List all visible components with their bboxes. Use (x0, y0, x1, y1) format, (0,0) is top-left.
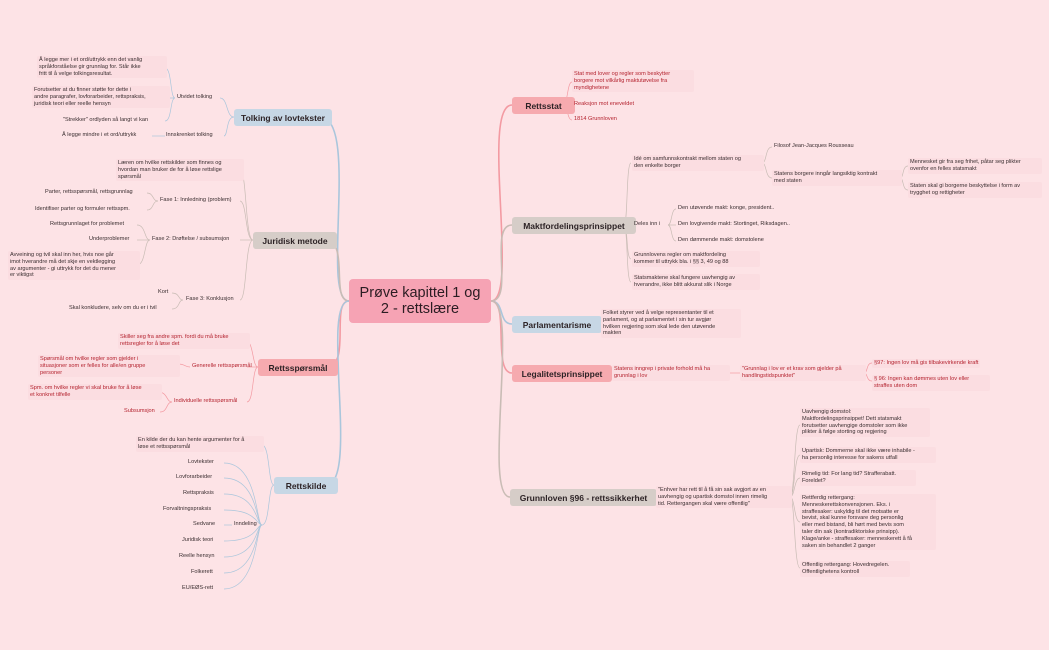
legalitet-text-2[interactable]: "Grunnlag i lov er et krav som gjelder p… (740, 365, 866, 381)
metode-fase1-b: Identifiser parter og formuler rettsspm. (35, 206, 130, 212)
makt-statsmaktene: Statsmaktene skal fungere uavhengig av h… (632, 274, 760, 290)
rettskilde-item: EU/EØS-rett (182, 585, 214, 591)
link-grunnloven (490, 300, 511, 498)
rettssporsmal-intro: Skiller seg fra andre spm. fordi du må b… (118, 333, 250, 349)
tolking-utvidet[interactable]: Utvidet tolking (177, 94, 213, 100)
branch-juridisk-metode[interactable]: Juridisk metode (253, 232, 337, 249)
grunnloven-rettferdig: Rettferdig rettergang: Menneskerettskonv… (800, 494, 936, 551)
branch-rettskilde[interactable]: Rettskilde (274, 477, 338, 494)
legalitet-text-1[interactable]: Statens inngrep i private forhold må ha … (612, 365, 730, 381)
makt-statens-2: Staten skal gi borgerne beskyttelse i fo… (908, 182, 1042, 198)
branch-rettssporsmal[interactable]: Rettsspørsmål (258, 359, 338, 376)
branch-maktfordeling[interactable]: Maktfordelingsprinsippet (512, 217, 636, 234)
rettskilde-item: Reelle hensyn (179, 553, 215, 559)
rettssporsmal-generelle-text: Spørsmål om hvilke regler som gjelder i … (38, 355, 180, 378)
branch-tolking[interactable]: Tolking av lovtekster (234, 109, 332, 126)
makt-deles-1: Den utøvende makt: konge, president.. (678, 205, 775, 211)
metode-fase2-c: Avveining og tvil skal inn her, hvis noe… (8, 251, 140, 281)
makt-deles-3: Den dømmende makt: domstolene (678, 237, 764, 243)
link-makt (490, 224, 513, 302)
rettskilde-item: Folkerett (191, 569, 213, 575)
metode-intro: Læren om hvilke rettskilder som finnes o… (116, 159, 244, 182)
grunnloven-rimelig-tid: Rimelig tid: For lang tid? Strafferabatt… (800, 470, 916, 486)
rettsstat-text-1: Stat med lover og regler som beskytter b… (572, 70, 694, 93)
tolking-innskrenket[interactable]: Innskrenket tolking (166, 132, 213, 138)
branch-legalitet[interactable]: Legalitetsprinsippet (512, 365, 612, 382)
rettskilde-item: Sedvane (193, 521, 216, 527)
link-metode (324, 239, 350, 302)
grunnloven-uavhengig: Uavhengig domstol: Maktfordelingsprinsip… (800, 408, 930, 438)
rettsstat-text-3: 1814 Grunnloven (574, 116, 617, 122)
metode-fase1-a: Parter, rettsspørsmål, rettsgrunnlag (45, 189, 133, 195)
metode-fase3[interactable]: Fase 3: Konklusjon (186, 296, 234, 302)
metode-fase2-b: Underproblemer (89, 236, 130, 242)
tolking-innskrenket-text: Å legge mindre i et ord/uttrykk (62, 132, 137, 138)
rettskilde-definisjon: En kilde der du kan hente argumenter for… (136, 436, 264, 452)
metode-fase2-a: Rettsgrunnlaget for problemet (50, 221, 125, 227)
makt-grunnloven: Grunnlovens regler om maktfordeling komm… (632, 251, 760, 267)
grunnloven-sitat[interactable]: "Enhver har rett til å få sin sak avgjor… (656, 486, 792, 509)
legalitet-text-4: § 96: Ingen kan dømmes uten lov eller st… (872, 375, 990, 391)
makt-ide[interactable]: Idé om samfunnskontrakt mellom staten og… (632, 155, 764, 171)
tolking-utvidet-text-2: Forutsetter at du finner støtte for dett… (32, 86, 170, 109)
branch-parlamentarisme[interactable]: Parlamentarisme (512, 316, 602, 333)
grunnloven-upartisk: Upartisk: Dommerne skal ikke være inhabi… (800, 447, 936, 463)
makt-statens-borgere[interactable]: Statens borgere inngår langsiktig kontra… (772, 170, 902, 186)
branch-rettsstat[interactable]: Rettsstat (512, 97, 575, 114)
metode-fase1[interactable]: Fase 1: Innledning (problem) (160, 197, 232, 203)
legalitet-text-3: §97: Ingen lov må gis tilbakevirkende kr… (872, 359, 981, 368)
rettssporsmal-subsumsjon: Subsumsjon (124, 408, 155, 414)
rettssporsmal-individuelle-text: Spm. om hvilke regler vi skal bruke for … (28, 384, 162, 400)
rettskilde-inndeling[interactable]: Inndeling (234, 521, 257, 527)
rettskilde-item: Forvaltningspraksis (163, 506, 212, 512)
rettskilde-item: Lovforarbeider (176, 474, 213, 480)
tolking-utvidet-text-1: Å legge mer i et ord/uttrykk enn det van… (37, 56, 167, 79)
rettskilde-item: Rettspraksis (183, 490, 214, 496)
makt-deles-2: Den lovgivende makt: Stortinget, Riksdag… (678, 221, 790, 227)
metode-fase3-b: Skal konkludere, selv om du er i tvil (69, 305, 157, 311)
central-topic[interactable]: Prøve kapittel 1 og 2 - rettslære (349, 279, 491, 323)
branch-grunnloven-96[interactable]: Grunnloven §96 - rettssikkerhet (510, 489, 657, 506)
rettsstat-text-2: Reaksjon mot eneveldet (574, 101, 635, 107)
makt-filosof: Filosof Jean-Jacques Rousseau (774, 143, 854, 149)
rettskilde-item: Lovtekster (188, 459, 214, 465)
link-rettskilde (325, 300, 350, 486)
rettssporsmal-generelle[interactable]: Generelle rettsspørsmål (192, 363, 252, 369)
link-rettsstat (490, 104, 513, 302)
makt-deles-inn[interactable]: Deles inn i (634, 221, 661, 227)
metode-fase2[interactable]: Fase 2: Drøftelse / subsumsjon (152, 236, 230, 242)
rettskilde-item: Juridisk teori (182, 537, 214, 543)
tolking-utvidet-text-3: "Strekker" ordlyden så langt vi kan (63, 117, 149, 123)
rettssporsmal-individuelle[interactable]: Individuelle rettsspørsmål (174, 398, 238, 404)
parlamentarisme-text: Folket styrer ved å velge representanter… (601, 309, 741, 339)
metode-fase3-a: Kort (158, 289, 169, 295)
grunnloven-offentlig: Offentlig rettergang: Hovedregelen. Offe… (800, 561, 910, 577)
makt-statens-1: Mennesket gir fra seg frihet, påtar seg … (908, 158, 1042, 174)
link-tolking (319, 116, 350, 302)
